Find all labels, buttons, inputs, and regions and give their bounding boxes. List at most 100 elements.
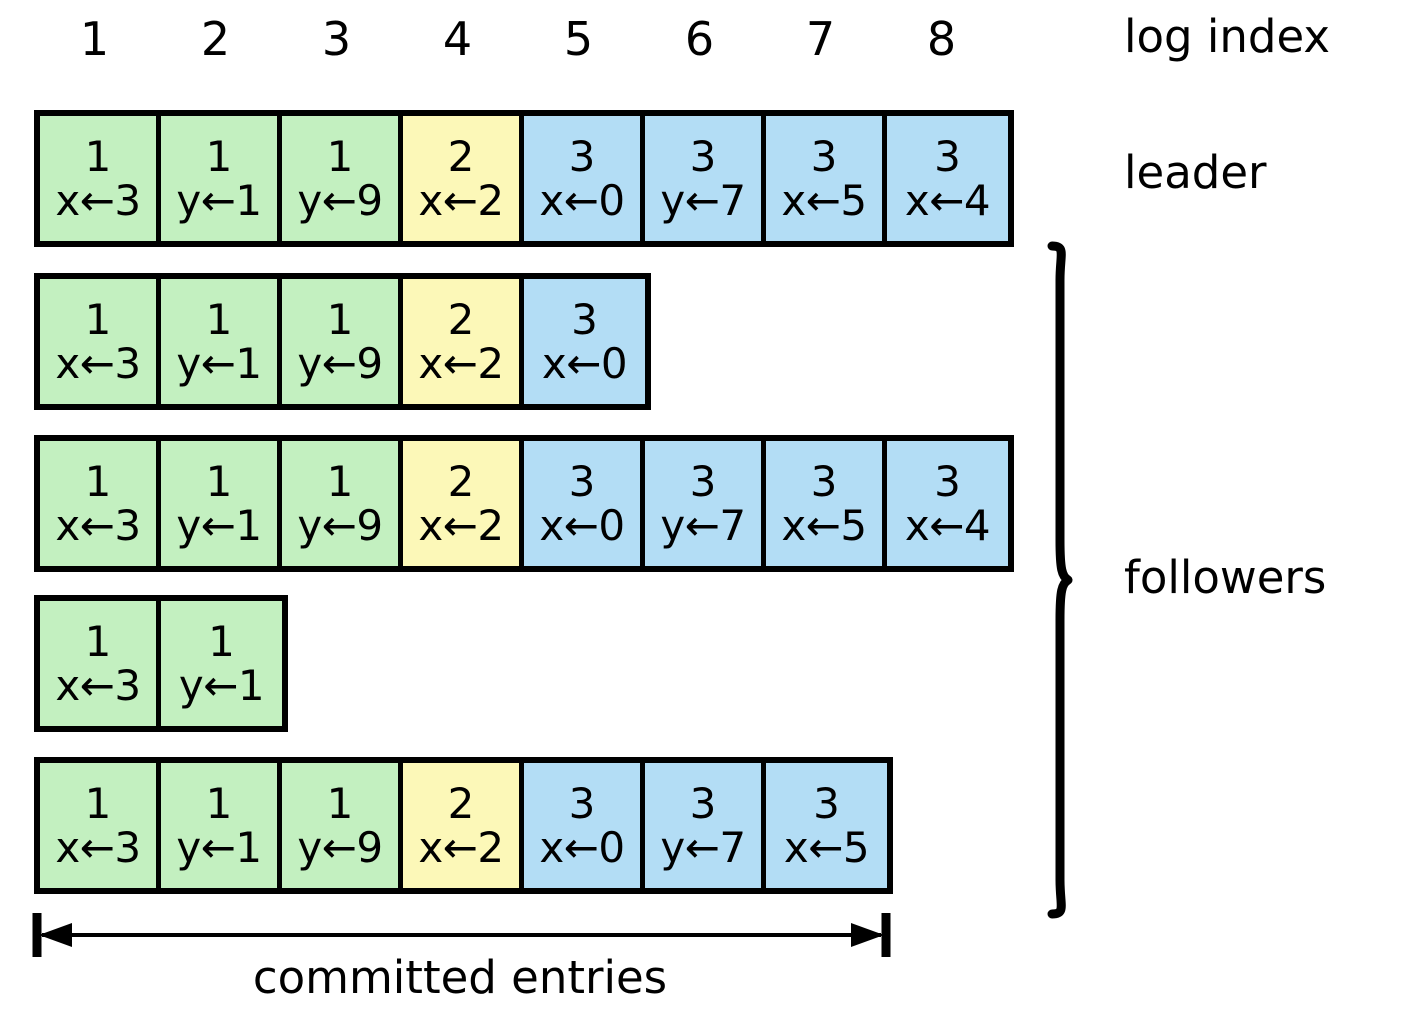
followers-label: followers — [1124, 551, 1327, 604]
followers-brace-icon — [1047, 241, 1073, 919]
entry-term: 1 — [84, 294, 112, 344]
entry-term: 1 — [205, 131, 233, 181]
entry-term: 1 — [84, 131, 112, 181]
entry-term: 1 — [326, 778, 354, 828]
log-index-5: 5 — [563, 12, 594, 66]
log-index-8: 8 — [926, 12, 957, 66]
entry-term: 1 — [208, 616, 235, 666]
committed-entries-arrow-icon — [32, 913, 891, 957]
entry-term: 3 — [568, 131, 596, 181]
entry-term: 3 — [934, 456, 961, 506]
entry-term: 3 — [571, 294, 598, 344]
entry-command: x←3 — [55, 338, 141, 388]
entry-command: x←5 — [781, 500, 867, 550]
entry-command: y←1 — [178, 660, 265, 710]
log-index-2: 2 — [200, 12, 231, 66]
entry-term: 1 — [205, 778, 233, 828]
log-index-1: 1 — [79, 12, 110, 66]
entry-term: 3 — [934, 131, 961, 181]
entry-command: y←7 — [660, 500, 746, 550]
entry-term: 1 — [205, 294, 233, 344]
entry-command: y←9 — [297, 338, 383, 388]
entry-command: y←9 — [297, 175, 383, 225]
log-index-label: log index — [1124, 10, 1331, 63]
committed-entries-label: committed entries — [252, 951, 668, 1004]
entry-command: x←0 — [539, 175, 625, 225]
entry-command: x←0 — [539, 822, 625, 872]
entry-term: 2 — [447, 294, 475, 344]
entry-term: 1 — [84, 616, 112, 666]
entry-command: y←7 — [660, 175, 746, 225]
entry-command: x←3 — [55, 175, 141, 225]
entry-term: 1 — [84, 456, 112, 506]
entry-term: 3 — [568, 456, 596, 506]
entry-command: x←5 — [783, 822, 870, 872]
log-index-3: 3 — [321, 12, 352, 66]
entry-command: x←3 — [55, 660, 141, 710]
entry-command: x←2 — [418, 822, 504, 872]
entry-command: x←3 — [55, 500, 141, 550]
entry-term: 1 — [326, 456, 354, 506]
entry-term: 3 — [689, 456, 717, 506]
entry-command: x←2 — [418, 175, 504, 225]
entry-command: x←2 — [418, 500, 504, 550]
entry-term: 3 — [568, 778, 596, 828]
entry-command: x←0 — [539, 500, 625, 550]
entry-command: y←9 — [297, 822, 383, 872]
entry-term: 3 — [810, 131, 838, 181]
entry-term: 2 — [447, 131, 475, 181]
entry-term: 3 — [810, 456, 838, 506]
entry-command: x←4 — [904, 175, 991, 225]
entry-command: y←1 — [176, 500, 262, 550]
entry-command: y←1 — [176, 175, 262, 225]
entry-term: 3 — [689, 131, 717, 181]
entry-term: 3 — [813, 778, 840, 828]
entry-command: x←3 — [55, 822, 141, 872]
log-index-4: 4 — [442, 12, 473, 66]
entry-term: 1 — [205, 456, 233, 506]
log-index-7: 7 — [805, 12, 836, 66]
entry-command: y←9 — [297, 500, 383, 550]
entry-command: y←1 — [176, 822, 262, 872]
entry-command: x←4 — [904, 500, 991, 550]
entry-command: x←2 — [418, 338, 504, 388]
entry-command: x←0 — [541, 338, 628, 388]
